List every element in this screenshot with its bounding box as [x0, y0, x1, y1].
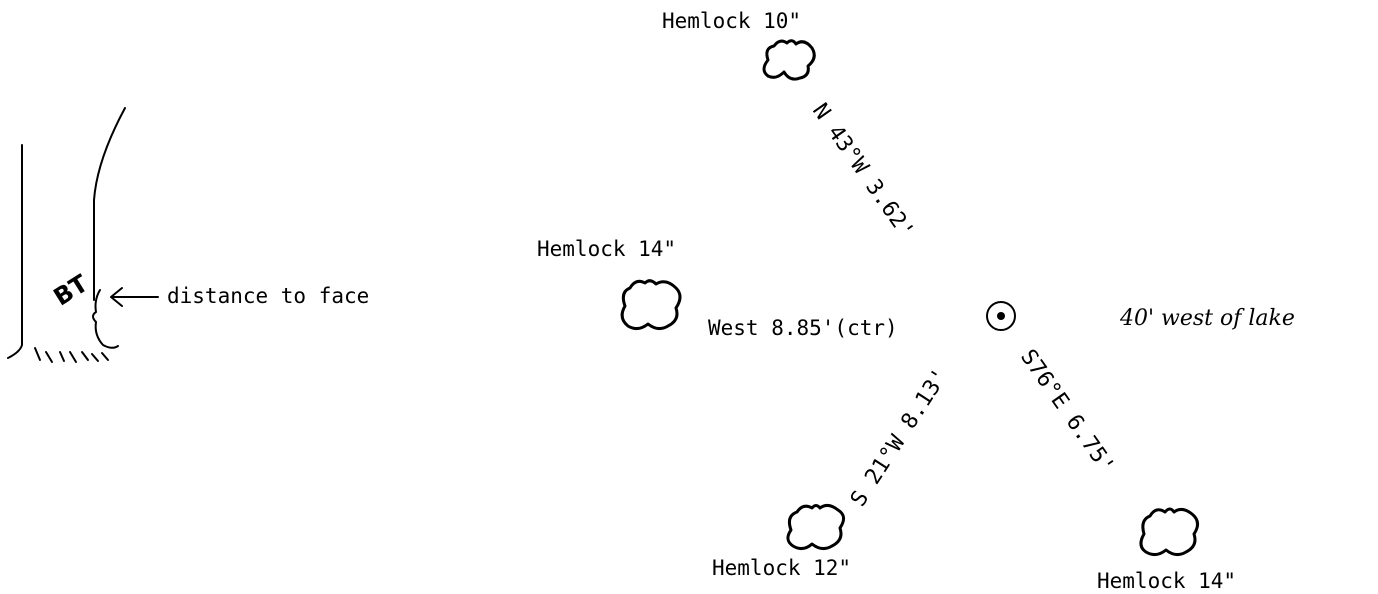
lake-note: 40' west of lake: [1119, 306, 1295, 331]
tree-se: S76°E 6.75' Hemlock 14": [1015, 345, 1236, 593]
tree-se-label: Hemlock 14": [1097, 569, 1236, 593]
center-point-icon: [986, 301, 1016, 331]
bearing-tree-label: BT: [49, 269, 94, 311]
tree-sw-bearing: S 21°W 8.13': [846, 364, 954, 511]
tree-w-canopy-icon: [620, 279, 682, 331]
arrow-left-icon: [110, 287, 159, 307]
roots: [34, 347, 109, 363]
tree-sw-canopy-icon: [786, 503, 845, 551]
tree-se-bearing: S76°E 6.75': [1015, 345, 1119, 479]
center-offset-label: West 8.85'(ctr): [708, 316, 898, 340]
tree-nw-canopy-icon: [762, 39, 816, 81]
tree-nw: Hemlock 10" N 43°W 3.62': [662, 9, 919, 244]
tree-sw: Hemlock 12" S 21°W 8.13': [712, 364, 954, 580]
tree-nw-bearing: N 43°W 3.62': [807, 99, 919, 244]
tree-nw-label: Hemlock 10": [662, 9, 801, 33]
bearing-tree-sketch: BT distance to face: [7, 107, 369, 363]
face-brace: [92, 289, 119, 349]
trunk-left-edge: [7, 144, 23, 359]
trunk-right-edge: [93, 107, 126, 301]
distance-to-face-label: distance to face: [167, 284, 369, 308]
tree-w: Hemlock 14": [537, 237, 682, 331]
tree-w-label: Hemlock 14": [537, 237, 676, 261]
tree-sw-label: Hemlock 12": [712, 556, 851, 580]
tree-se-canopy-icon: [1139, 507, 1199, 557]
